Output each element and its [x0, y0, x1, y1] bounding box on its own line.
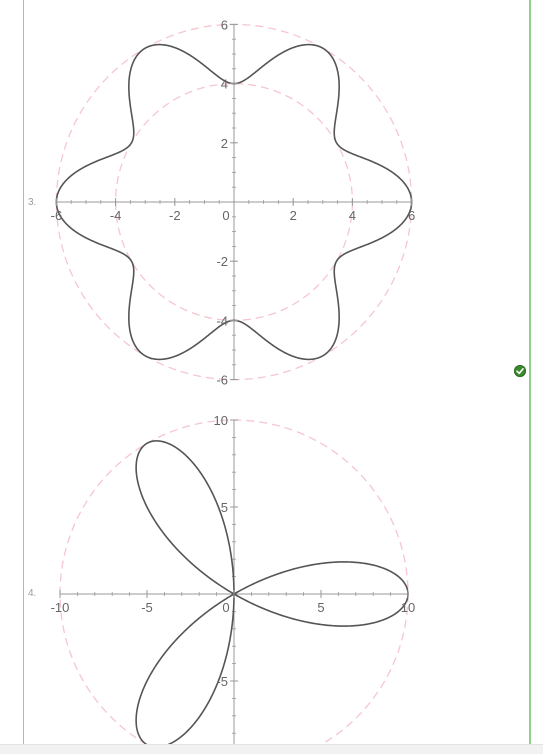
plot3-y-tick-label: -2 — [216, 254, 228, 269]
panel-right-border — [529, 0, 531, 745]
plot4-y-tick-label: 10 — [214, 413, 228, 428]
plot3-y-tick-label: -4 — [216, 313, 228, 328]
plot3-x-tick-label: -2 — [169, 208, 181, 223]
plot3-y-tick-label: 4 — [221, 77, 228, 92]
plot3-x-tick-label: 4 — [349, 208, 356, 223]
plot3-y-tick-label: 6 — [221, 17, 228, 32]
plot4-x-tick-label: 5 — [317, 600, 324, 615]
correct-check-icon — [514, 365, 526, 377]
bottom-scrollbar[interactable] — [0, 744, 543, 754]
plot4-x-tick-label: -10 — [51, 600, 70, 615]
plot4-y-tick-label: 5 — [221, 500, 228, 515]
plot4-y-tick-label: -5 — [216, 674, 228, 689]
question-number-4: 4. — [28, 588, 37, 599]
plot3-y-tick-label: -6 — [216, 373, 228, 388]
plot3-x-tick-label: -4 — [110, 208, 122, 223]
plot4-x-tick-label: 10 — [401, 600, 415, 615]
plot4-x-tick-label: -5 — [141, 600, 153, 615]
panel-left-border — [23, 0, 24, 745]
plot3-x-tick-label: 2 — [290, 208, 297, 223]
plot3-x-tick-label: -6 — [51, 208, 63, 223]
plot3-y-tick-label: 2 — [221, 136, 228, 151]
plot3-x-tick-label: 6 — [408, 208, 415, 223]
plot3-x-tick-label: 0 — [222, 208, 229, 223]
question-number-3: 3. — [28, 197, 37, 208]
plot4-x-tick-label: 0 — [222, 600, 229, 615]
